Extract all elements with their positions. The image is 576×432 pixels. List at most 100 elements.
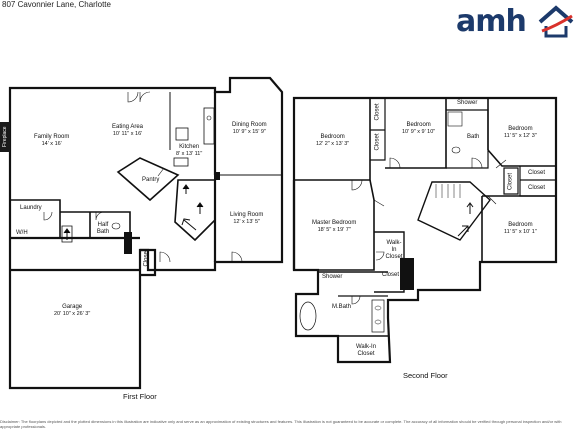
room-label-closet-first: Closet [143, 249, 151, 267]
room-label-bedroom: Bedroom 11' 5" x 10' 1" [504, 222, 537, 236]
toilet-icon [111, 222, 121, 230]
stair-arrow-icon [181, 218, 197, 231]
room-name: Master Bedroom [312, 220, 357, 226]
room-label-walkin: Walk-In Closet [354, 344, 378, 358]
room-label-shower: Shower [457, 100, 477, 107]
sink-icon [374, 319, 382, 325]
wall-stub [214, 172, 220, 180]
second-floor-walls [292, 96, 558, 364]
room-name: Walk-In Closet [385, 240, 403, 260]
amh-logo: amh [456, 4, 574, 40]
room-name: Closet [143, 249, 150, 267]
room-dims: 18' 5" x 19' 7" [317, 227, 351, 233]
room-name: Shower [457, 100, 478, 106]
room-name: Closet [507, 173, 514, 191]
room-name: W/H [16, 230, 28, 236]
room-label-bedroom: Bedroom 12' 2" x 13' 3" [316, 134, 349, 148]
door-swings-first [43, 91, 243, 263]
room-label-closet: Closet [528, 170, 545, 177]
room-name: Closet [374, 103, 381, 121]
room-name: Kitchen [179, 144, 200, 150]
room-name: Bedroom [508, 222, 533, 228]
disclaimer-text: Disclaimer: The floorplans depicted and … [0, 419, 562, 429]
wall-stub [124, 232, 132, 254]
room-label-garage: Garage 20' 10" x 26' 3" [54, 304, 90, 318]
room-label-laundry: Laundry [20, 205, 42, 212]
room-label-closet: Closet [374, 103, 382, 121]
room-name: Eating Area [112, 124, 144, 130]
stair-arrow-icon [182, 184, 190, 194]
vanity [371, 299, 385, 333]
room-name: Dining Room [232, 122, 267, 128]
room-name: Closet [374, 133, 381, 151]
room-label-bedroom: Bedroom 10' 9" x 9' 10" [402, 122, 435, 136]
logo-wordmark: amh [456, 4, 527, 39]
room-dims: 10' 9" x 9' 10" [402, 129, 436, 135]
room-name: Closet [382, 272, 400, 278]
room-name: Bedroom [406, 122, 431, 128]
room-name: Shower [322, 274, 343, 280]
room-label-bedroom: Bedroom 11' 5" x 12' 3" [504, 126, 537, 140]
room-label-living: Living Room 12' x 13' 5" [230, 212, 263, 226]
room-label-closet: Closet [374, 133, 382, 151]
room-label-family: Family Room 14' x 16' [34, 134, 69, 148]
room-dims: 20' 10" x 26' 3" [54, 311, 91, 317]
sink-icon [374, 305, 382, 311]
room-name: Laundry [20, 205, 42, 211]
kitchen-appliance [173, 157, 189, 167]
sink-icon [206, 115, 212, 121]
house-roof-icon [538, 5, 574, 38]
room-dims: 8' x 13' 11" [176, 151, 203, 157]
room-name: Bedroom [508, 126, 533, 132]
floor-title-second: Second Floor [403, 371, 448, 380]
room-dims: 11' 5" x 10' 1" [504, 229, 537, 235]
room-name: Living Room [230, 212, 264, 218]
room-label-pantry: Pantry [142, 177, 159, 184]
room-label-halfbath: Half Bath [94, 222, 112, 236]
room-label-wh: W/H [16, 230, 28, 237]
room-label-shower: Shower [322, 274, 342, 281]
stair-treads [435, 184, 461, 198]
room-label-walkin: Walk-In Closet [384, 240, 404, 261]
room-label-eating: Eating Area 10' 11" x 16' [112, 124, 143, 138]
stair-arrow-icon [466, 202, 474, 214]
room-name: Garage [62, 304, 83, 310]
room-name: Closet [528, 170, 546, 176]
fireplace: Fireplace [0, 122, 10, 152]
room-dims: 10' 9" x 15' 9" [232, 129, 266, 135]
wall-stub [400, 258, 414, 290]
toilet-icon [451, 146, 461, 154]
room-name: Walk-In Closet [355, 344, 377, 357]
room-name: Closet [528, 185, 546, 191]
room-dims: 12' 2" x 13' 3" [316, 141, 350, 147]
room-dims: 12' x 13' 5" [233, 219, 261, 225]
room-label-closet: Closet [528, 185, 545, 192]
room-dims: 10' 11" x 16' [112, 131, 143, 137]
room-name: Bath [467, 134, 480, 140]
room-name: Family Room [34, 134, 70, 140]
stair-arrow-icon [457, 225, 469, 237]
shower-stall [447, 111, 463, 127]
room-label-bath: Bath [467, 134, 479, 141]
kitchen-counter [203, 107, 215, 145]
room-label-closet: Closet [382, 272, 399, 279]
stair-arrow-icon [61, 225, 73, 243]
room-name: M.Bath [332, 304, 352, 310]
room-label-closet: Closet [508, 173, 515, 191]
door-swings-second [351, 157, 507, 305]
room-name: Pantry [142, 177, 160, 183]
room-label-dining: Dining Room 10' 9" x 15' 9" [232, 122, 267, 136]
room-label-mbath: M.Bath [332, 304, 351, 311]
property-address: 807 Cavonnier Lane, Charlotte [2, 0, 111, 9]
room-dims: 14' x 16' [41, 141, 62, 147]
floor-title-first: First Floor [123, 392, 157, 401]
room-label-master: Master Bedroom 18' 5" x 19' 7" [312, 220, 356, 234]
room-label-kitchen: Kitchen 8' x 13' 11" [176, 144, 202, 158]
room-dims: 11' 5" x 12' 3" [504, 133, 537, 139]
kitchen-island [175, 127, 189, 141]
room-name: Half Bath [96, 222, 110, 235]
room-name: Bedroom [320, 134, 345, 140]
bathtub-icon [299, 301, 317, 331]
stair-arrow-icon [196, 202, 204, 214]
